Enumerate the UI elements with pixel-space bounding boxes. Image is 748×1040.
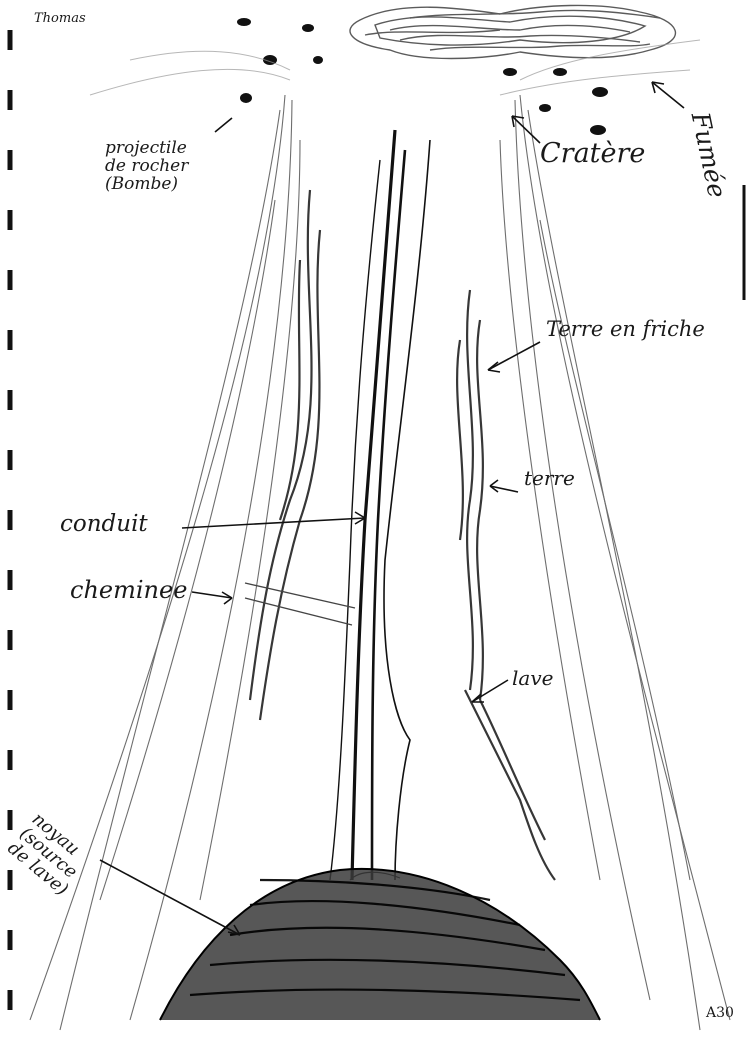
crater-label: Cratère: [540, 140, 645, 168]
lava-core: [160, 869, 600, 1020]
eruption-spray: [90, 40, 700, 95]
author-name: Thomas: [34, 12, 86, 26]
volcanic-conduit: [330, 130, 430, 880]
annotation-arrows: [100, 82, 684, 935]
page-code: A30: [706, 1006, 734, 1021]
uncultivated-land-label: Terre en friche: [546, 318, 705, 340]
conduit-label: conduit: [60, 512, 148, 536]
projectile-label-line3: (Bombe): [105, 176, 188, 194]
chimney-label: cheminee: [70, 578, 187, 603]
projectile-label-line2: de rocher: [105, 158, 188, 176]
earth-label: terre: [524, 468, 575, 489]
projectile-label: projectile de rocher (Bombe): [105, 140, 188, 194]
lava-label: lave: [512, 668, 553, 689]
